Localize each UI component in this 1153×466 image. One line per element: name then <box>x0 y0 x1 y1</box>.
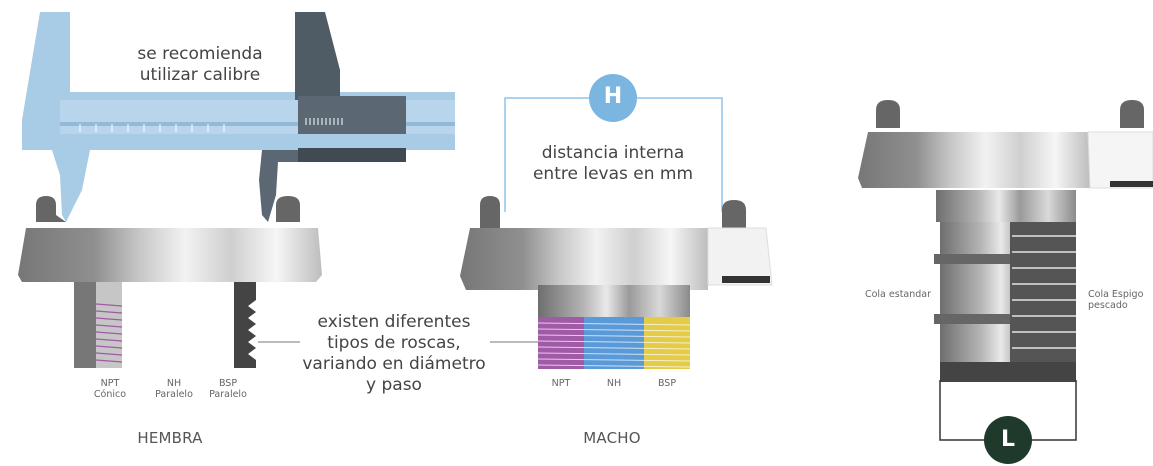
caliper-slider <box>298 96 406 134</box>
hembra-thread-nh: NH Paralelo <box>146 378 202 400</box>
hembra-thread-npt-desc: Cónico <box>93 389 127 400</box>
macho-cam-right <box>722 200 746 228</box>
macho-thread-npt: NPT <box>551 378 571 389</box>
macho-coupling <box>460 196 773 369</box>
hembra-thread-bsp-name: BSP <box>218 378 238 389</box>
macho-flange <box>460 228 708 290</box>
caliper-note-line-1: se recomienda <box>137 44 263 64</box>
thread-note-line-3: variando en diámetro <box>302 354 486 374</box>
caliper-slider-rod <box>298 148 406 162</box>
caliper-note: se recomienda utilizar calibre <box>110 44 290 86</box>
macho-lever <box>707 227 773 286</box>
caliper-lower-jaw <box>259 150 298 222</box>
hembra-title: HEMBRA <box>137 429 203 447</box>
tail-bottom-band <box>940 362 1076 382</box>
l-badge-circle <box>984 416 1032 464</box>
tail-lever <box>1087 131 1153 189</box>
macho-thread-bsp: BSP <box>657 378 677 389</box>
hembra-thread-bsp-desc: Paralelo <box>209 389 247 400</box>
caliper-illustration <box>22 12 455 222</box>
tail-cam-left <box>876 100 900 128</box>
tail-coupling <box>858 100 1153 464</box>
tail-barb-side <box>1010 222 1076 382</box>
macho-thread-npt <box>538 317 584 369</box>
tail-right-label: Cola Espigo pescado <box>1088 289 1153 311</box>
hembra-npt-thread <box>95 303 123 363</box>
thread-note-line-1: existen diferentes <box>317 312 471 332</box>
tail-left-label: Cola estandar <box>864 289 932 300</box>
caliper-scale <box>305 118 343 125</box>
tail-ring-bottom <box>934 314 1010 324</box>
tail-right-label-line-1: Cola Espigo <box>1088 289 1144 300</box>
tail-right-label-line-2: pescado <box>1088 300 1128 311</box>
hembra-thread-nh-name: NH <box>166 378 182 389</box>
macho-title: MACHO <box>583 429 641 447</box>
hembra-thread-nh-desc: Paralelo <box>155 389 193 400</box>
tail-cam-right <box>1120 100 1144 128</box>
tail-ring-top <box>934 254 1010 264</box>
macho-neck <box>538 285 690 317</box>
h-description-line-1: distancia interna <box>541 143 685 163</box>
caliper-beam-scale <box>79 124 225 132</box>
tail-neck <box>936 190 1076 222</box>
thread-note-line-4: y paso <box>366 375 422 395</box>
hembra-cam-right <box>276 196 300 222</box>
macho-thread-nh: NH <box>606 378 622 389</box>
caliper-beam-stripe <box>60 122 455 126</box>
tail-flange <box>858 132 1090 188</box>
macho-cam-left <box>480 196 500 228</box>
h-badge-label: H <box>603 84 623 109</box>
hembra-thread-bsp: BSP Paralelo <box>200 378 256 400</box>
hembra-wall-left <box>74 282 96 368</box>
hembra-thread-npt-name: NPT <box>100 378 120 389</box>
macho-thread-lines <box>537 322 691 368</box>
thread-note-line-2: tipos de roscas, <box>327 333 461 353</box>
macho-thread-nh <box>584 317 644 369</box>
hembra-flange <box>18 228 322 282</box>
hembra-cam-left <box>36 196 66 222</box>
thread-note: existen diferentes tipos de roscas, vari… <box>292 312 496 396</box>
caliper-note-line-2: utilizar calibre <box>139 65 261 85</box>
h-description: distancia interna entre levas en mm <box>520 143 706 185</box>
h-measure <box>504 74 723 212</box>
l-badge-label: L <box>1000 427 1016 452</box>
hembra-thread-npt: NPT Cónico <box>82 378 138 400</box>
hembra-bsp-thread <box>234 282 256 368</box>
macho-lever-tip <box>722 276 770 283</box>
h-badge-circle <box>589 74 637 122</box>
tail-lever-tip <box>1110 181 1153 187</box>
hembra-coupling <box>18 196 322 368</box>
caliper-moving-jaw <box>295 12 340 100</box>
h-description-line-2: entre levas en mm <box>532 164 694 184</box>
